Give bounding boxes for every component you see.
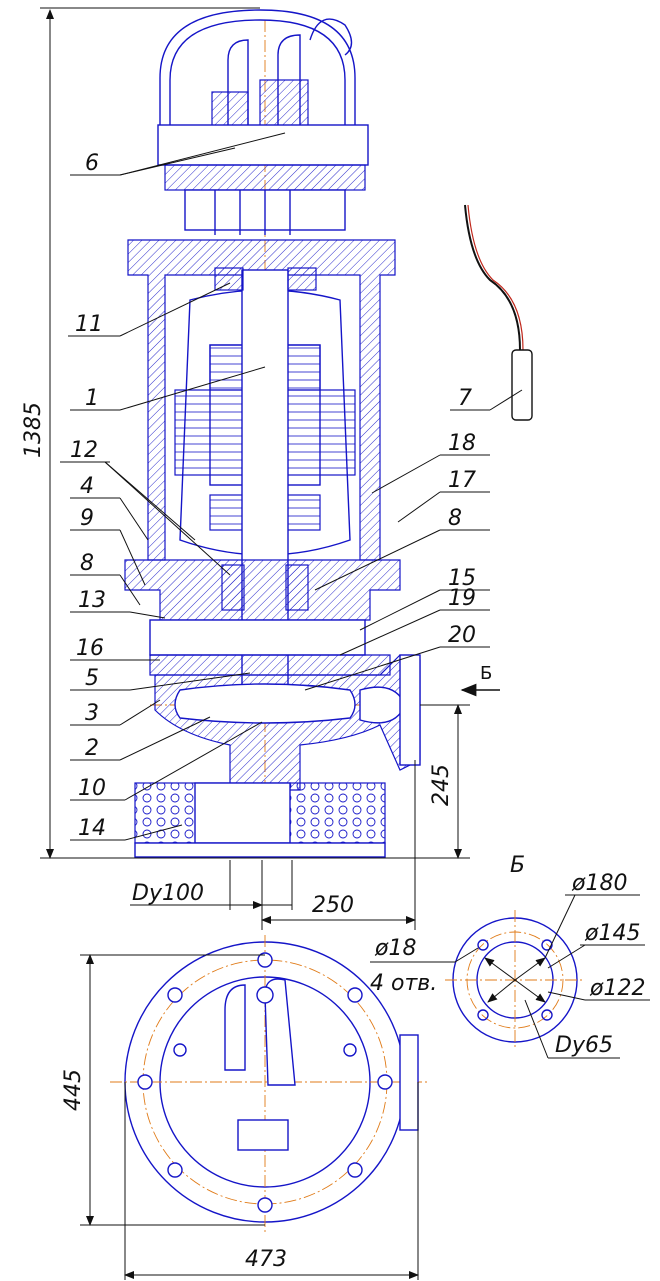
callout-2: 2 bbox=[85, 736, 99, 761]
callout-1: 1 bbox=[85, 386, 99, 411]
volute bbox=[154, 654, 421, 791]
bottom-dimensions: Dy100 250 bbox=[130, 760, 416, 930]
outlet-flange bbox=[399, 654, 421, 766]
callout-8-right: 8 bbox=[448, 506, 462, 531]
callout-3: 3 bbox=[85, 701, 99, 726]
callout-7: 7 bbox=[458, 386, 472, 411]
callout-11: 11 bbox=[75, 312, 103, 337]
height-dimension: 1385 bbox=[21, 7, 470, 859]
view-b-d1: ø180 bbox=[571, 871, 627, 896]
dim-inlet: Dy100 bbox=[132, 881, 204, 906]
dim-outlet-offset: 250 bbox=[312, 893, 354, 918]
view-b-bore: Dy65 bbox=[555, 1033, 613, 1058]
top-view bbox=[110, 935, 430, 1235]
view-b-marker: Б bbox=[480, 663, 492, 684]
dim-total-height: 1385 bbox=[21, 402, 46, 458]
view-b-holes: ø18 bbox=[374, 936, 416, 961]
view-b-d3: ø122 bbox=[589, 976, 645, 1001]
view-b-d2: ø145 bbox=[584, 921, 640, 946]
callout-19: 19 bbox=[448, 586, 476, 611]
seal-housing bbox=[124, 559, 401, 676]
callout-5: 5 bbox=[85, 666, 99, 691]
dim-width: 473 bbox=[245, 1247, 287, 1272]
top-view-dimensions: 445 473 bbox=[61, 954, 419, 1280]
outlet-height-dimension: 245 bbox=[420, 704, 470, 859]
callout-14: 14 bbox=[78, 816, 106, 841]
callout-12: 12 bbox=[70, 438, 98, 463]
inlet-strainer bbox=[134, 782, 386, 858]
callout-16: 16 bbox=[76, 636, 104, 661]
callouts: 6 11 1 12 4 9 8 13 16 5 3 2 10 14 7 18 bbox=[60, 132, 523, 841]
callout-18: 18 bbox=[448, 431, 476, 456]
view-b-title: Б bbox=[510, 853, 525, 878]
view-b-arrow: Б bbox=[460, 663, 500, 697]
view-b-holes-note: 4 отв. bbox=[370, 971, 437, 996]
view-b: Б ø180 ø145 ø122 Dy65 ø18 4 отв. bbox=[370, 853, 650, 1059]
callout-20: 20 bbox=[448, 623, 476, 648]
callout-8-left: 8 bbox=[80, 551, 94, 576]
callout-13: 13 bbox=[78, 588, 106, 613]
callout-10: 10 bbox=[78, 776, 106, 801]
dim-depth: 445 bbox=[61, 1069, 86, 1111]
side-section-view bbox=[124, 9, 421, 860]
top-cover bbox=[157, 124, 369, 235]
callout-9: 9 bbox=[80, 506, 94, 531]
float-switch bbox=[464, 204, 533, 421]
dim-outlet-height: 245 bbox=[429, 764, 454, 806]
callout-15: 15 bbox=[448, 566, 476, 591]
callout-6: 6 bbox=[85, 151, 99, 176]
lifting-handle bbox=[159, 9, 356, 135]
callout-17: 17 bbox=[448, 468, 476, 493]
callout-4: 4 bbox=[80, 474, 94, 499]
